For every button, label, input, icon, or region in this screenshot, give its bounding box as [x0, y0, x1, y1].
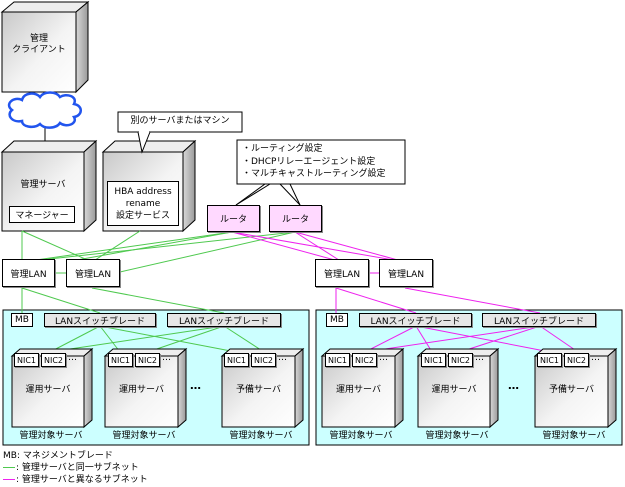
lan-switch-blade[interactable]: LANスイッチブレード [359, 313, 472, 327]
server-role-label: 運用サーバ [336, 385, 381, 395]
lan-switch-blade[interactable]: LANスイッチブレード [167, 313, 281, 327]
legend-same-subnet: : 管理サーバと同一サブネット [3, 462, 139, 474]
managed-server-caption: 管理対象サーバ [112, 431, 176, 441]
server-role-label: 運用サーバ [119, 385, 164, 395]
legend-mb: MB: マネジメントブレード [3, 451, 113, 461]
mgmt-lan-switch-3[interactable]: 管理LAN [315, 259, 369, 287]
nic2[interactable]: NIC2 [448, 353, 473, 367]
server-role-label: 予備サーバ [549, 385, 594, 395]
network-cloud-icon [7, 91, 82, 129]
more-nics: … [278, 353, 287, 363]
more-nics: … [475, 353, 484, 363]
server-cube [10, 347, 94, 429]
mgmt-lan-switch-1[interactable]: 管理LAN [2, 259, 55, 287]
legend-diff-subnet: : 管理サーバと異なるサブネット [3, 474, 148, 486]
router-callout [235, 139, 406, 206]
router-callout-text: ・ルーティング設定 ・DHCPリレーエージェント設定 ・マルチキャストルーティン… [242, 143, 385, 181]
lan-switch-blade[interactable]: LANスイッチブレード [44, 313, 156, 327]
server-cube [220, 347, 305, 429]
hba-rename-service-box[interactable]: HBA address rename 設定サービス [107, 181, 179, 226]
hba-service-line1: HBA address [114, 186, 172, 197]
management-server-label: 管理サーバ [20, 180, 66, 190]
router-callout-item: ・DHCPリレーエージェント設定 [242, 156, 376, 167]
manager-box[interactable]: マネージャー [9, 206, 75, 223]
managed-server-caption: 管理対象サーバ [329, 431, 393, 441]
client-label-line2: クライアント [12, 45, 66, 55]
mgmt-lan-switch-4[interactable]: 管理LAN [379, 259, 433, 287]
legend-diff-subnet-text: : 管理サーバと異なるサブネット [16, 475, 148, 485]
client-label-line1: 管理 [29, 34, 48, 44]
management-blade[interactable]: MB [326, 313, 348, 327]
nic1[interactable]: NIC1 [421, 353, 446, 367]
server-cube [103, 347, 188, 429]
management-client-cube [0, 0, 90, 94]
other-machine-callout [117, 111, 243, 154]
nic1[interactable]: NIC1 [14, 353, 39, 367]
servers-ellipsis: … [190, 379, 201, 392]
hba-service-line3: 設定サービス [115, 210, 170, 221]
managed-server-caption: 管理対象サーバ [19, 431, 83, 441]
server-role-label: 予備サーバ [236, 385, 281, 395]
router-1[interactable]: ルータ [207, 205, 260, 232]
router-callout-item: ・ルーティング設定 [242, 144, 323, 154]
more-nics: … [591, 353, 600, 363]
nic1[interactable]: NIC1 [537, 353, 562, 367]
diff-subnet-links [231, 231, 579, 353]
nic2[interactable]: NIC2 [251, 353, 276, 367]
management-client-label: 管理 クライアント [2, 34, 76, 56]
nic1[interactable]: NIC1 [325, 353, 350, 367]
mgmt-lan-switch-2[interactable]: 管理LAN [66, 259, 120, 287]
more-nics: … [162, 353, 171, 363]
managed-server-caption: 管理対象サーバ [425, 431, 489, 441]
green-line-swatch [3, 467, 15, 468]
managed-server-caption: 管理対象サーバ [229, 431, 293, 441]
nic1[interactable]: NIC1 [108, 353, 133, 367]
router-2[interactable]: ルータ [269, 205, 322, 232]
server-role-label: 運用サーバ [431, 385, 477, 395]
hba-service-line2: rename [125, 198, 161, 209]
other-machine-callout-text: 別のサーバまたはマシン [130, 116, 230, 126]
managed-server-caption: 管理対象サーバ [542, 431, 606, 441]
nic2[interactable]: NIC2 [41, 353, 66, 367]
nic2[interactable]: NIC2 [135, 353, 160, 367]
server-cube [320, 347, 405, 429]
nic1[interactable]: NIC1 [224, 353, 249, 367]
more-nics: … [68, 353, 77, 363]
nic2[interactable]: NIC2 [564, 353, 589, 367]
router-callout-item: ・マルチキャストルーティング設定 [242, 169, 386, 179]
servers-ellipsis: … [508, 379, 519, 392]
legend-same-subnet-text: : 管理サーバと同一サブネット [16, 463, 139, 473]
more-nics: … [379, 353, 388, 363]
lan-switch-blade[interactable]: LANスイッチブレード [482, 313, 596, 327]
nic2[interactable]: NIC2 [352, 353, 377, 367]
magenta-line-swatch [3, 479, 15, 480]
management-blade[interactable]: MB [11, 313, 33, 327]
server-role-label: 運用サーバ [25, 385, 71, 395]
